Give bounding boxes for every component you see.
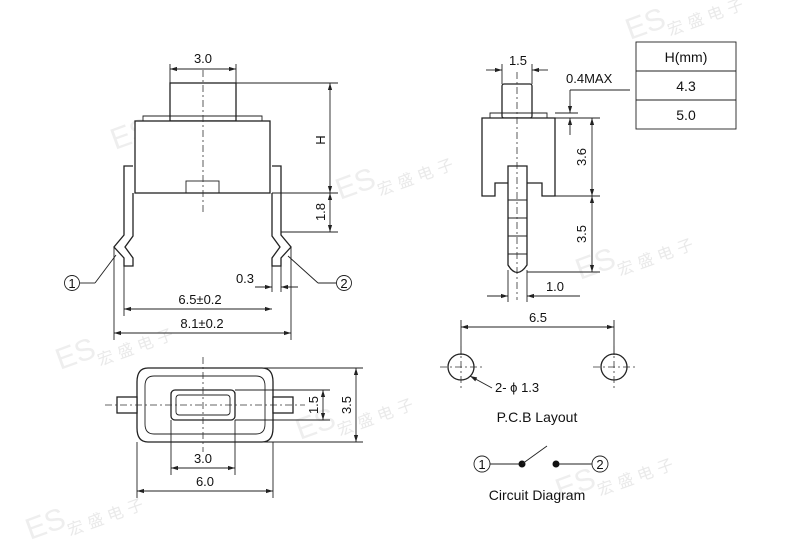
front-housing-top — [142, 115, 263, 121]
top-housing-inner — [144, 375, 266, 435]
circuit-contact — [552, 460, 560, 468]
front-lead-left — [113, 165, 134, 267]
h-table-frame — [635, 41, 737, 130]
leader-line — [469, 375, 493, 389]
watermark-cn: 宏 盛 电 子 — [615, 235, 696, 280]
circuit-caption: Circuit Diagram — [489, 487, 585, 503]
side-housing-top — [489, 112, 548, 118]
pin1-callout-circle — [64, 275, 80, 291]
pcb-dim-6-5: 6.5 — [529, 310, 547, 325]
watermark-group: ES 宏 盛 电 子 ES 宏 盛 电 子 ES 宏 盛 电 子 ES 宏 盛 … — [21, 0, 746, 546]
leader-line — [94, 254, 117, 284]
watermark-cn: 宏 盛 电 子 — [665, 0, 746, 40]
top-dim-1-5: 1.5 — [306, 396, 321, 414]
side-dim-1-5: 1.5 — [509, 53, 527, 68]
pin1-label: 1 — [68, 276, 75, 291]
pcb-layout: 6.5 2- ϕ 1.3 P.C.B Layout — [440, 310, 635, 425]
top-view: 1.5 3.5 3.0 6.0 — [105, 357, 363, 498]
side-dim-3-5: 3.5 — [574, 225, 589, 243]
front-lead-right — [271, 165, 292, 267]
watermark-logo: ES — [51, 332, 100, 377]
front-view: 3.0 H 1.8 0.3 6.5±0.2 8.1±0.2 1 2 — [64, 51, 352, 340]
dim-h: H — [313, 135, 328, 144]
pcb-hole-label: 2- ϕ 1.3 — [495, 380, 539, 395]
watermark-cn: 宏 盛 电 子 — [65, 495, 146, 540]
pcb-caption: P.C.B Layout — [497, 409, 578, 425]
h-table-row: 4.3 — [676, 78, 696, 94]
dim-1-8: 1.8 — [313, 203, 328, 221]
watermark-logo: ES — [571, 242, 620, 287]
watermark-logo: ES — [331, 162, 380, 207]
top-dim-6-0: 6.0 — [196, 474, 214, 489]
pin2-callout-circle — [336, 275, 352, 291]
top-dim-3-0: 3.0 — [194, 451, 212, 466]
watermark-logo: ES — [21, 502, 70, 546]
side-lead — [507, 165, 528, 274]
side-housing — [481, 117, 556, 197]
circuit-diagram: 1 2 Circuit Diagram — [473, 445, 609, 503]
side-view: 1.5 0.4MAX 3.6 3.5 1.0 — [481, 53, 630, 302]
pin2-label: 2 — [340, 276, 347, 291]
circuit-pin1-label: 1 — [478, 457, 485, 472]
watermark-cn: 宏 盛 电 子 — [595, 455, 676, 500]
watermark-logo: ES — [621, 2, 670, 47]
h-table: H(mm) 4.3 5.0 — [635, 41, 737, 130]
front-housing — [134, 120, 271, 194]
watermark-cn: 宏 盛 电 子 — [95, 325, 176, 370]
circuit-switch-lever — [521, 445, 548, 465]
h-table-row: 5.0 — [676, 107, 696, 123]
side-dim-3-6: 3.6 — [574, 148, 589, 166]
leader-line — [287, 255, 319, 284]
watermark-cn: 宏 盛 电 子 — [375, 155, 456, 200]
h-table-header: H(mm) — [665, 49, 708, 65]
circuit-pin2-circle — [591, 455, 609, 473]
dim-3-0: 3.0 — [194, 51, 212, 66]
circuit-pin2-label: 2 — [596, 457, 603, 472]
dim-0-3: 0.3 — [236, 271, 254, 286]
top-dim-3-5: 3.5 — [339, 396, 354, 414]
dim-8-1: 8.1±0.2 — [180, 316, 223, 331]
dim-6-5: 6.5±0.2 — [178, 292, 221, 307]
side-dim-1-0: 1.0 — [546, 279, 564, 294]
side-dim-0-4max: 0.4MAX — [566, 71, 613, 86]
front-base-tab — [185, 180, 220, 194]
